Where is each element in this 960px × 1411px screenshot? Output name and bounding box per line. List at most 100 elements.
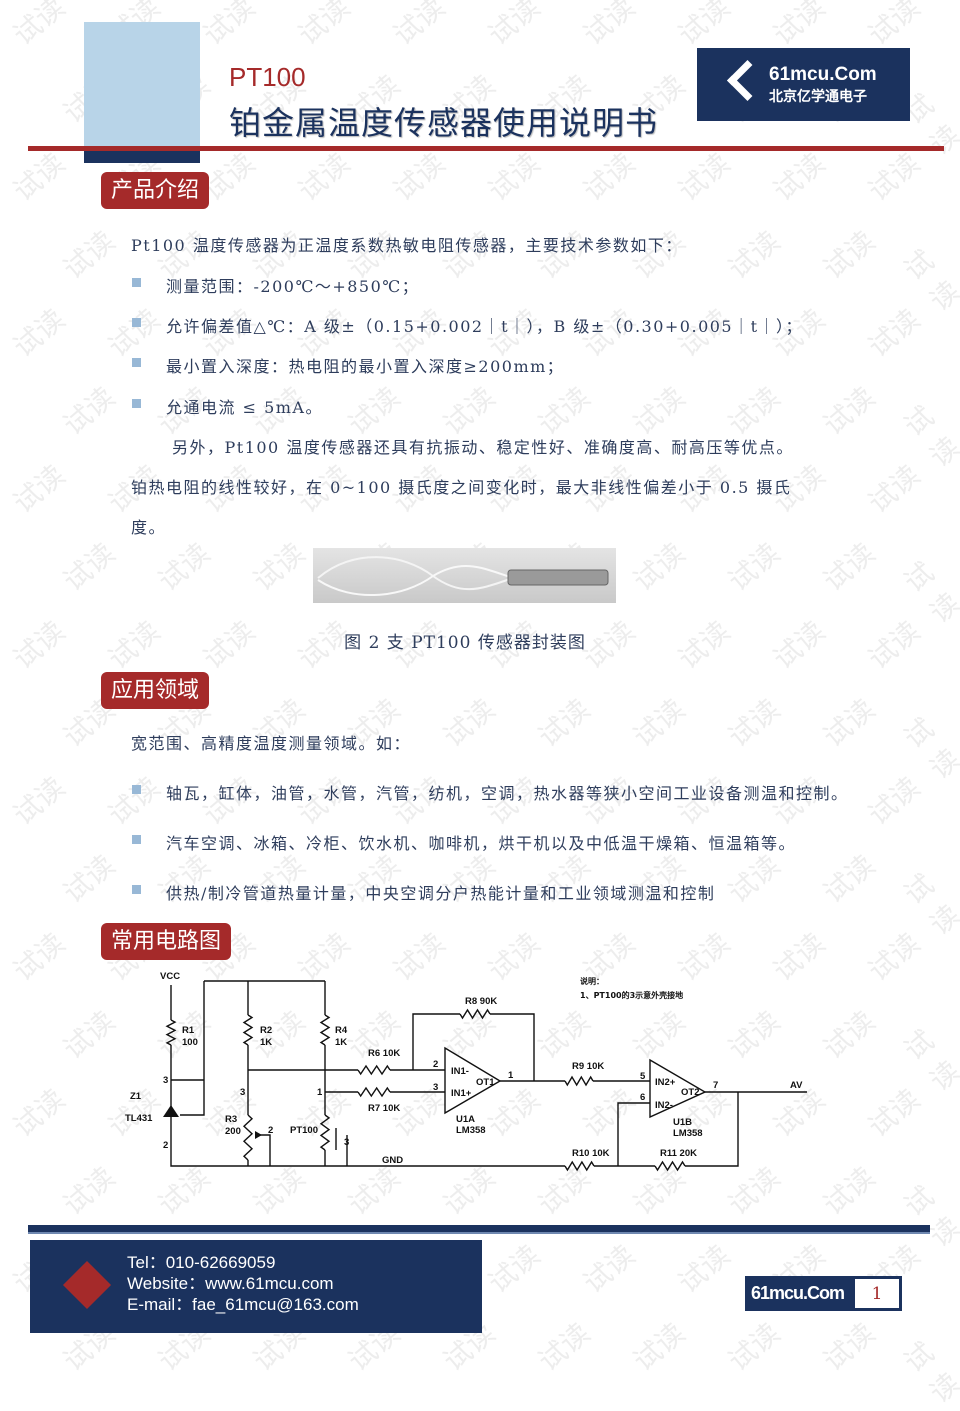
label-r10: R10 10K — [572, 1148, 610, 1159]
section-heading-intro: 产品介绍 — [101, 172, 210, 209]
watermark-text: 试读 — [816, 536, 882, 598]
label-r1-value: 100 — [182, 1037, 198, 1048]
contact-website[interactable]: Website：www.61mcu.com — [127, 1274, 334, 1293]
opamp-u1a — [444, 1046, 502, 1115]
watermark-text: 试读 — [897, 1179, 960, 1254]
watermark-text: 试读 — [721, 692, 787, 754]
watermark-text: 试读 — [671, 146, 737, 208]
sensor-photo — [313, 548, 616, 603]
watermark-text: 试读 — [6, 926, 72, 988]
watermark-text: 试读 — [897, 555, 960, 630]
wire — [412, 1013, 535, 1081]
watermark-text: 试读 — [816, 380, 882, 442]
spec-range: 测量范围：-200℃～+850℃； — [166, 277, 420, 296]
watermark-text: 试读 — [576, 0, 642, 52]
label-in2-minus: IN2- — [655, 1100, 673, 1111]
watermark-text: 试读 — [671, 0, 737, 52]
watermark-text: 试读 — [861, 146, 927, 208]
watermark-text: 试读 — [816, 224, 882, 286]
section-heading-apps: 应用领域 — [101, 672, 210, 709]
watermark-text: 试读 — [56, 848, 122, 910]
watermark-text: 试读 — [897, 243, 960, 318]
watermark-text: 试读 — [436, 692, 502, 754]
company-logo-icon — [62, 1260, 112, 1310]
wire — [335, 1128, 348, 1166]
watermark-text: 试读 — [481, 1238, 547, 1300]
watermark-text: 试读 — [721, 536, 787, 598]
intro-lead: Pt100 温度传感器为正温度系数热敏电阻传感器，主要技术参数如下： — [131, 236, 683, 255]
pin-label: 7 — [713, 1080, 718, 1091]
watermark-text: 试读 — [626, 692, 692, 754]
logo-text-en: 61mcu.Com — [769, 64, 877, 85]
label-r11: R11 20K — [660, 1148, 697, 1159]
watermark-text: 试读 — [6, 770, 72, 832]
watermark-text: 试读 — [861, 770, 927, 832]
spec-depth: 最小置入深度：热电阻的最小置入深度≥200mm； — [166, 357, 565, 376]
label-pt100: PT100 — [290, 1125, 318, 1136]
watermark-text: 试读 — [386, 0, 452, 52]
label-tl431: TL431 — [125, 1113, 153, 1124]
wire — [171, 980, 325, 1116]
figure-caption: 图 2 支 PT100 传感器封装图 — [344, 633, 586, 653]
label-r8: R8 90K — [465, 996, 497, 1007]
watermark-text: 试读 — [897, 867, 960, 942]
zener-tl431-icon — [163, 1105, 179, 1117]
wire — [617, 1102, 650, 1166]
pin-label: 3 — [163, 1075, 168, 1086]
intro-para: 度。 — [131, 518, 167, 537]
product-name: PT100 — [229, 62, 306, 92]
bullet-icon — [132, 278, 141, 287]
resistor-symbol — [319, 1114, 331, 1151]
header-decor-bar — [84, 151, 200, 163]
pin-label: 5 — [640, 1071, 646, 1082]
label-r2-value: 1K — [260, 1037, 272, 1048]
label-in2-plus: IN2+ — [655, 1077, 676, 1088]
watermark-text: 试读 — [196, 0, 262, 52]
pin-label: 2 — [163, 1140, 168, 1151]
watermark-text: 试读 — [626, 1316, 692, 1378]
watermark-text: 试读 — [897, 399, 960, 474]
watermark-text: 试读 — [101, 770, 167, 832]
watermark-text: 试读 — [816, 848, 882, 910]
watermark-text: 试读 — [56, 380, 122, 442]
resistor-symbol — [564, 1160, 595, 1172]
resistor-symbol — [654, 1160, 686, 1172]
label-lm358-b: LM358 — [673, 1128, 703, 1139]
watermark-text: 试读 — [6, 458, 72, 520]
label-ot2: OT2 — [681, 1087, 699, 1098]
opamp-u1b — [649, 1058, 707, 1119]
bullet-icon — [132, 318, 141, 327]
wire — [170, 985, 739, 1167]
watermark-text: 试读 — [386, 146, 452, 208]
header-decor-block — [84, 22, 200, 148]
intro-para: 铂热电阻的线性较好，在 0~100 摄氏度之间变化时，最大非线性偏差小于 0.5… — [131, 478, 792, 497]
page-number: 1 — [855, 1279, 899, 1308]
wire — [255, 1134, 271, 1166]
resistor-symbol — [459, 1008, 491, 1020]
potentiometer-wiper-icon — [255, 1131, 262, 1139]
watermark-text: 试读 — [897, 1023, 960, 1098]
label-r7: R7 10K — [368, 1103, 400, 1114]
watermark-text: 试读 — [6, 146, 72, 208]
watermark-text: 试读 — [861, 458, 927, 520]
pin-label: 2 — [268, 1125, 273, 1136]
label-in1-plus: IN1+ — [451, 1088, 472, 1099]
label-r6: R6 10K — [368, 1048, 400, 1059]
watermark-text: 试读 — [861, 0, 927, 52]
resistor-symbol — [242, 1014, 254, 1046]
resistor-symbol — [357, 1064, 391, 1076]
app-item: 轴瓦，缸体，油管，水管，汽管，纺机，空调，热水器等狭小空间工业设备测温和控制。 — [166, 784, 849, 803]
label-z1: Z1 — [130, 1091, 142, 1102]
watermark-text: 试读 — [101, 302, 167, 364]
pin-label: 1 — [508, 1070, 514, 1081]
bullet-icon — [132, 885, 141, 894]
watermark-text: 试读 — [626, 536, 692, 598]
contact-email[interactable]: E-mail：fae_61mcu@163.com — [127, 1295, 359, 1314]
watermark-text: 试读 — [721, 224, 787, 286]
resistor-symbol — [165, 1019, 177, 1046]
footer-divider — [28, 1225, 930, 1234]
watermark-text: 试读 — [861, 926, 927, 988]
app-item: 汽车空调、冰箱、冷柜、饮水机、咖啡机，烘干机以及中低温干燥箱、恒温箱等。 — [166, 834, 797, 853]
company-logo: 61mcu.Com 北京亿学通电子 — [697, 48, 910, 121]
badge-brand: 61mcu.Com — [751, 1283, 845, 1303]
